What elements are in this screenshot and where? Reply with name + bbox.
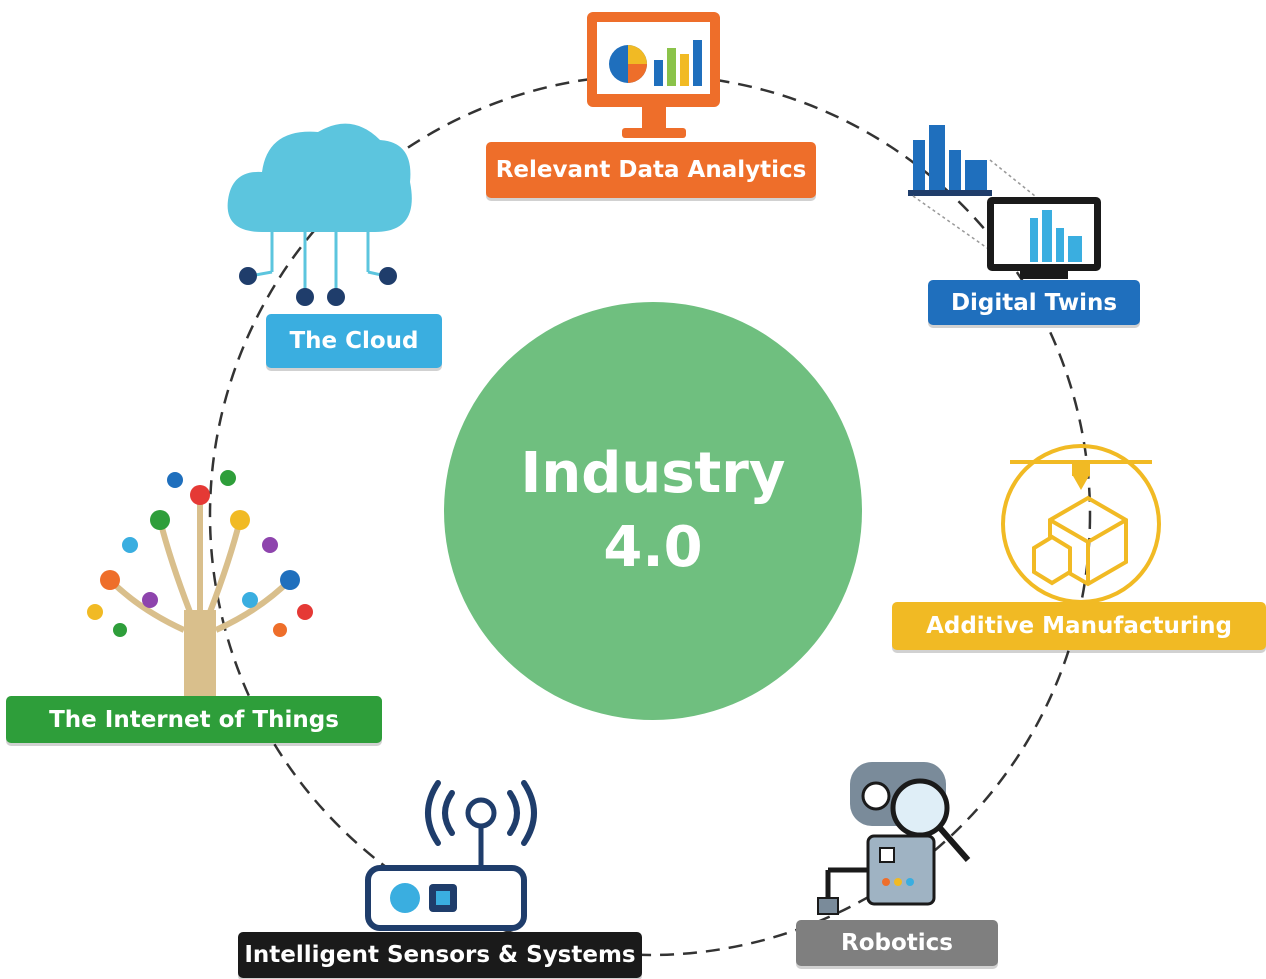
label-robotics: Robotics xyxy=(796,920,998,966)
robot-icon xyxy=(817,762,971,915)
monitor-chart-icon xyxy=(587,12,720,138)
factory-monitor-icon xyxy=(908,125,1101,279)
label-the-cloud: The Cloud xyxy=(266,314,442,368)
label-intelligent-sensors: Intelligent Sensors & Systems xyxy=(238,932,642,978)
3d-printer-cube-icon xyxy=(1001,444,1161,604)
label-digital-twins: Digital Twins xyxy=(928,280,1140,325)
device-tree-icon xyxy=(87,470,313,696)
hub-title-line2: 4.0 xyxy=(603,515,703,580)
label-relevant-data-analytics: Relevant Data Analytics xyxy=(486,142,816,198)
label-internet-of-things: The Internet of Things xyxy=(6,696,382,743)
cloud-network-icon xyxy=(227,123,412,306)
wireless-sensor-icon xyxy=(365,780,537,931)
hub-title-line1: Industry xyxy=(520,441,786,506)
industry-hub-circle: Industry 4.0 xyxy=(444,302,862,720)
label-additive-manufacturing: Additive Manufacturing xyxy=(892,602,1266,650)
